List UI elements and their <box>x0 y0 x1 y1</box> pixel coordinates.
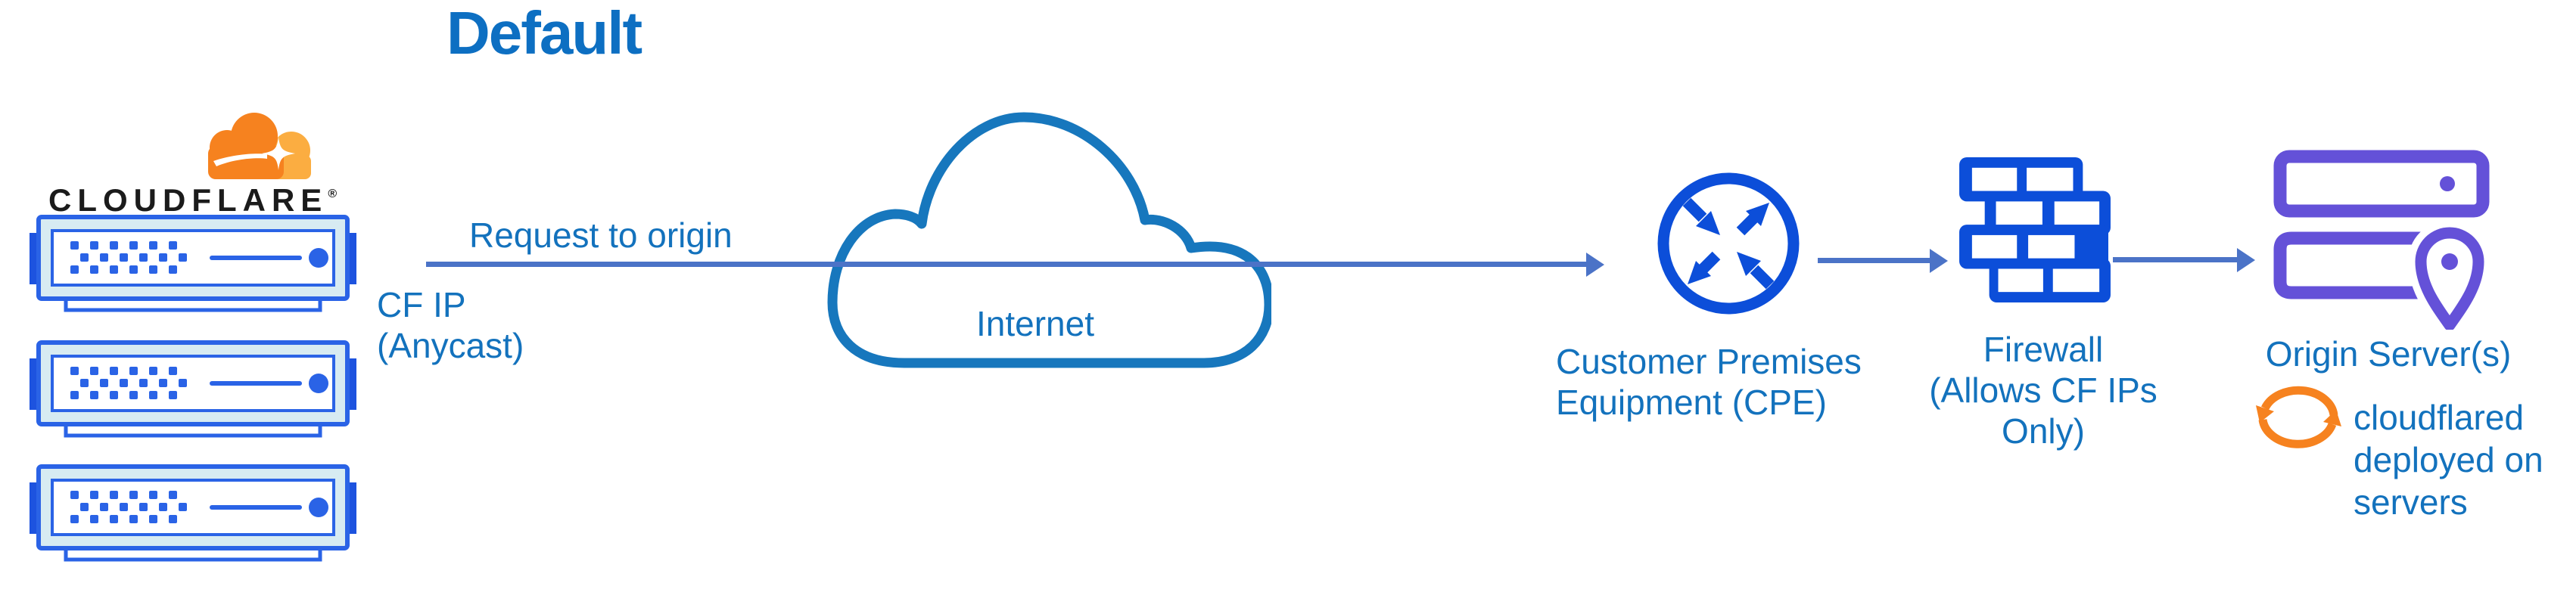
brick-wall-icon <box>1959 157 2111 302</box>
firewall-label: Firewall (Allows CF IPs Only) <box>1929 330 2158 451</box>
cloudflare-wordmark: CLOUDFLARE® <box>48 185 337 216</box>
origin-servers-label: Origin Server(s) <box>2265 334 2512 374</box>
diagram-title: Default <box>446 0 642 67</box>
arrowhead-icon <box>1930 248 1948 273</box>
cloudflare-wordmark-text: CLOUDFLARE <box>48 182 328 218</box>
registered-mark-icon: ® <box>328 188 338 200</box>
cloudflared-note: cloudflared deployed on servers <box>2354 398 2543 523</box>
router-arrows-icon <box>1657 172 1800 315</box>
cloudflare-logo-icon <box>208 113 311 179</box>
cf-ip-anycast-label: CF IP (Anycast) <box>377 285 524 365</box>
right-arrow-request-to-cpe <box>426 252 1604 277</box>
right-arrow-cpe-to-firewall <box>1818 248 1948 273</box>
server-icon <box>28 464 358 563</box>
sync-arrows-icon <box>2256 386 2341 448</box>
request-to-origin-label: Request to origin <box>469 216 733 255</box>
internet-label: Internet <box>976 304 1094 343</box>
server-icon <box>28 215 358 313</box>
arrowhead-icon <box>2237 247 2255 272</box>
server-location-icon <box>2273 150 2492 330</box>
right-arrow-firewall-to-origin <box>2113 247 2255 272</box>
cpe-label: Customer Premises Equipment (CPE) <box>1556 342 1862 422</box>
arrowhead-icon <box>1586 252 1604 277</box>
server-icon <box>28 340 358 439</box>
